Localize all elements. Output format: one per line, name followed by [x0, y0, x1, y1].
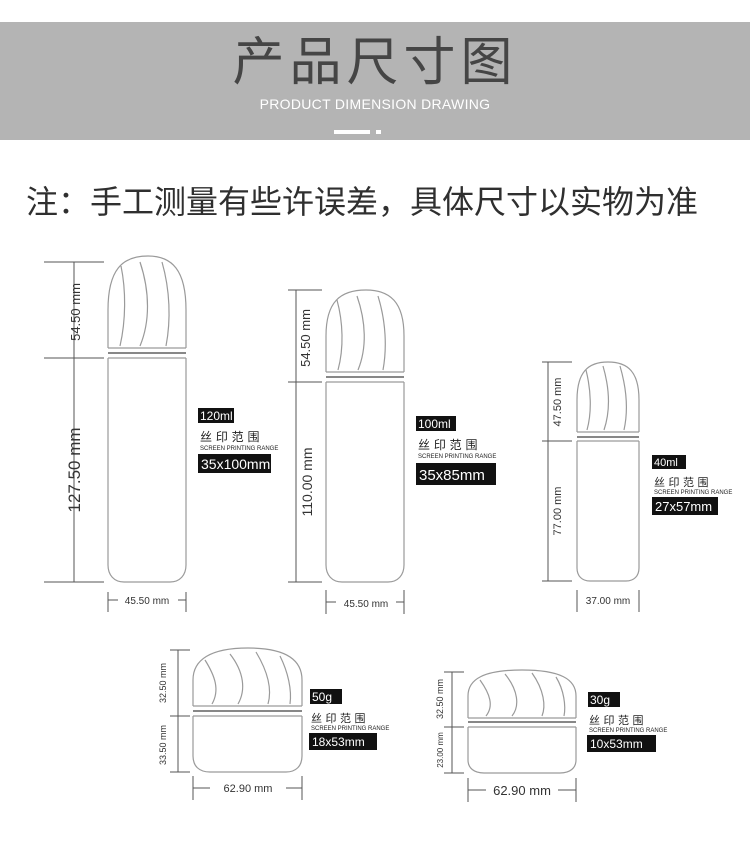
product-50g: 32.50 mm 33.50 mm 62.90 mm 50g 丝 印 范 围 S… [158, 647, 389, 800]
product-100ml: 54.50 mm 110.00 mm 45.50 mm 100ml 丝 印 范 … [288, 289, 496, 614]
capacity-tag-40ml: 40ml [652, 455, 686, 469]
bottle-120ml [107, 255, 187, 583]
width-40ml: 37.00 mm [586, 596, 630, 607]
print-size-40ml: 27x57mm [655, 499, 712, 514]
capacity-50g: 50g [312, 690, 332, 704]
print-size-30g: 10x53mm [590, 737, 643, 751]
page-subtitle: PRODUCT DIMENSION DRAWING [259, 96, 491, 112]
width-100ml: 45.50 mm [344, 599, 388, 610]
product-30g: 32.50 mm 23.00 mm 62.90 mm 30g 丝 印 范 围 S… [435, 669, 667, 802]
print-range-en-50g: SCREEN PRINTING RANGE [311, 726, 389, 732]
print-range-cn-100ml: 丝 印 范 围 [418, 438, 477, 452]
print-size-tag-50g: 18x53mm [309, 733, 377, 750]
print-size-tag-100ml: 35x85mm [416, 463, 496, 485]
measurement-note: 注：手工测量有些许误差，具体尺寸以实物为准 [26, 183, 699, 221]
jar-30g [467, 669, 577, 774]
print-range-cn-40ml: 丝 印 范 围 [654, 475, 709, 489]
capacity-120ml: 120ml [200, 409, 233, 423]
capacity-tag-30g: 30g [588, 692, 620, 707]
cap-height-100ml: 54.50 mm [298, 309, 313, 367]
cap-height-50g: 32.50 mm [158, 663, 168, 703]
cap-height-120ml: 54.50 mm [68, 283, 83, 341]
header-underline [334, 130, 370, 134]
print-size-tag-120ml: 35x100mm [198, 454, 271, 473]
dimension-lines-100ml [288, 289, 405, 614]
print-size-tag-40ml: 27x57mm [652, 497, 718, 515]
print-range-cn-30g: 丝 印 范 围 [589, 713, 644, 727]
body-height-40ml: 77.00 mm [552, 487, 564, 536]
header-underline-dot [376, 130, 381, 134]
dimension-lines-50g [170, 649, 303, 800]
print-size-50g: 18x53mm [312, 735, 365, 749]
width-50g: 62.90 mm [224, 783, 273, 795]
print-range-cn-120ml: 丝 印 范 围 [200, 430, 259, 444]
body-height-120ml: 127.50 mm [65, 427, 84, 512]
product-40ml: 47.50 mm 77.00 mm 37.00 mm 40ml 丝 印 范 围 … [542, 361, 732, 612]
jar-50g [192, 647, 303, 773]
print-range-cn-50g: 丝 印 范 围 [311, 711, 366, 725]
cap-height-30g: 32.50 mm [435, 679, 445, 719]
body-height-100ml: 110.00 mm [299, 448, 315, 517]
capacity-tag-120ml: 120ml [198, 408, 234, 423]
capacity-tag-50g: 50g [310, 689, 342, 704]
print-size-tag-30g: 10x53mm [587, 735, 656, 752]
capacity-30g: 30g [590, 693, 610, 707]
body-height-30g: 23.00 mm [436, 732, 445, 768]
print-size-100ml: 35x85mm [419, 467, 485, 484]
body-height-50g: 33.50 mm [158, 725, 168, 765]
dimension-lines-40ml [542, 361, 640, 612]
capacity-100ml: 100ml [418, 417, 451, 431]
width-30g: 62.90 mm [493, 783, 551, 798]
page-title: 产品尺寸图 [232, 33, 518, 93]
width-120ml: 45.50 mm [125, 596, 169, 607]
print-range-en-120ml: SCREEN PRINTING RANGE [200, 446, 278, 452]
header-banner: 产品尺寸图 PRODUCT DIMENSION DRAWING [0, 22, 750, 140]
cap-height-40ml: 47.50 mm [552, 378, 564, 427]
capacity-40ml: 40ml [654, 457, 678, 469]
print-range-en-40ml: SCREEN PRINTING RANGE [654, 490, 732, 496]
capacity-tag-100ml: 100ml [416, 416, 456, 431]
product-120ml: 54.50 mm 127.50 mm 45.50 mm 120ml 丝 印 范 … [44, 255, 278, 612]
bottle-100ml [325, 289, 405, 583]
dimension-lines-120ml [44, 261, 187, 612]
bottle-40ml [576, 361, 640, 582]
print-range-en-30g: SCREEN PRINTING RANGE [589, 728, 667, 734]
print-size-120ml: 35x100mm [201, 456, 270, 472]
print-range-en-100ml: SCREEN PRINTING RANGE [418, 454, 496, 460]
dimension-lines-30g [444, 671, 577, 802]
